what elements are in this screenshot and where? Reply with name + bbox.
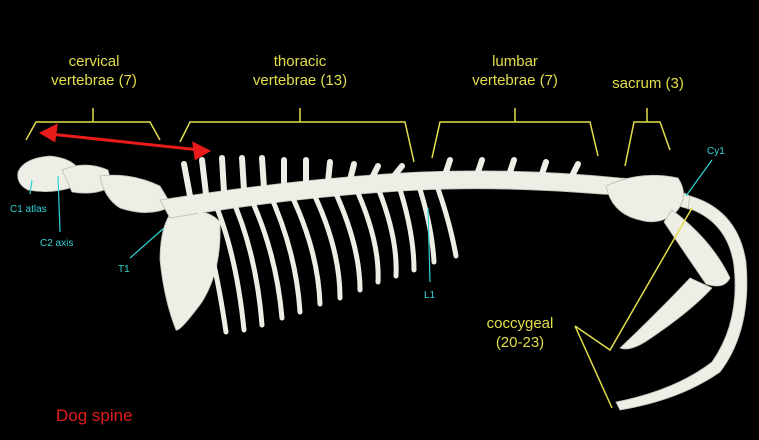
c1-atlas-label: C1 atlas xyxy=(10,204,47,216)
rib xyxy=(310,186,340,298)
cy1-pointer xyxy=(686,160,712,196)
spinous-process xyxy=(350,164,354,180)
lumbar-label-line1: lumbar xyxy=(458,52,572,71)
cervical-vertebrae xyxy=(100,175,172,212)
coccygeal-label: coccygeal (20-23) xyxy=(470,314,570,352)
thoracic-label-line1: thoracic xyxy=(238,52,362,71)
spinous-process xyxy=(184,164,190,196)
rib xyxy=(418,183,434,262)
c2-axis-label: C2 axis xyxy=(40,238,73,250)
pubis-blade xyxy=(620,278,712,349)
figure-caption: Dog spine xyxy=(56,406,133,426)
lumbar-bracket xyxy=(432,108,598,158)
cervical-label-line1: cervical xyxy=(38,52,150,71)
spinous-process xyxy=(510,160,514,172)
rib xyxy=(436,183,456,256)
ribs xyxy=(196,183,456,332)
red-double-arrow xyxy=(42,126,208,158)
thoracic-label-line2: vertebrae (13) xyxy=(238,71,362,90)
spinous-process xyxy=(446,160,450,172)
spinous-process xyxy=(242,158,244,190)
spinous-process xyxy=(202,160,206,194)
sacrum-label-line1: sacrum (3) xyxy=(600,74,696,93)
sacrum-bracket xyxy=(625,108,670,166)
coccygeal-label-line2: (20-23) xyxy=(470,333,570,352)
spinous-process xyxy=(542,162,546,174)
lumbar-label-line2: vertebrae (7) xyxy=(458,71,572,90)
spinous-process xyxy=(328,162,330,182)
lumbar-label: lumbar vertebrae (7) xyxy=(458,52,572,90)
cervical-label-line2: vertebrae (7) xyxy=(38,71,150,90)
cervical-label: cervical vertebrae (7) xyxy=(38,52,150,90)
thoracic-label: thoracic vertebrae (13) xyxy=(238,52,362,90)
t1-pointer xyxy=(130,228,164,258)
l1-label: L1 xyxy=(424,290,435,302)
rib xyxy=(288,188,320,304)
scapula xyxy=(160,211,220,330)
spinous-process xyxy=(222,158,224,192)
spinous-process xyxy=(262,158,264,188)
thoracic-bracket xyxy=(180,108,414,162)
coccygeal-label-line1: coccygeal xyxy=(470,314,570,333)
cy1-label: Cy1 xyxy=(707,146,725,158)
spinous-process xyxy=(478,160,482,172)
rib xyxy=(398,183,414,270)
sacrum-label: sacrum (3) xyxy=(600,74,696,93)
t1-label: T1 xyxy=(118,264,130,276)
